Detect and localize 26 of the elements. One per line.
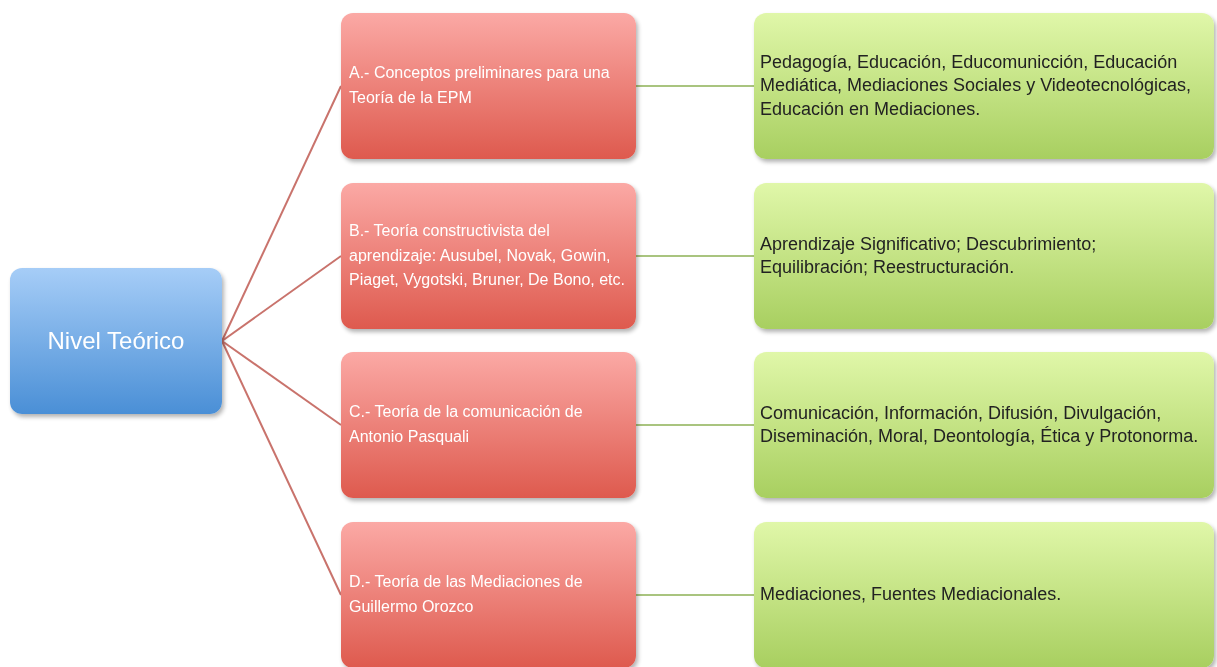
node-text: Comunicación, Información, Difusión, Divulgación, Diseminación, Moral, Deontología, Ética y Protonorma. — [760, 401, 1200, 448]
connector-line — [635, 85, 755, 87]
node-text: D.- Teoría de las Mediaciones de Guillermo Orozco — [349, 572, 584, 617]
detail-box — [754, 522, 1214, 667]
detail-box — [754, 13, 1214, 159]
connector-line — [221, 85, 342, 342]
topic-box — [341, 522, 636, 667]
topic-box — [341, 352, 636, 498]
node-text: C.- Teoría de la comunicación de Antonio Pasquali — [349, 402, 584, 447]
node-text: Nivel Teórico — [47, 327, 185, 355]
topic-box — [341, 183, 636, 329]
root-box — [10, 268, 222, 414]
node-text: Mediaciones, Fuentes Mediacionales. — [760, 583, 1062, 607]
detail-box — [754, 183, 1214, 329]
node-text: B.- Teoría constructivista del aprendizaje: Ausubel, Novak, Gowin, Piaget, Vygotski, Bruner, De Bono, etc. — [349, 220, 626, 291]
connector-line — [221, 340, 342, 596]
node-text: Pedagogía, Educación, Educomunicción, Educación Mediática, Mediaciones Sociales y Videotecnológicas, Educación en Mediaciones. — [760, 50, 1192, 121]
topic-box — [341, 13, 636, 159]
connector-line — [635, 255, 755, 257]
connector-line — [221, 255, 342, 342]
node-text: Aprendizaje Significativo; Descubrimiento; Equilibración; Reestructuración. — [760, 232, 1098, 279]
detail-box — [754, 352, 1214, 498]
connector-line — [635, 424, 755, 426]
connector-line — [221, 340, 342, 426]
node-text: A.- Conceptos preliminares para una Teoría de la EPM — [349, 63, 611, 108]
connector-line — [635, 594, 755, 596]
